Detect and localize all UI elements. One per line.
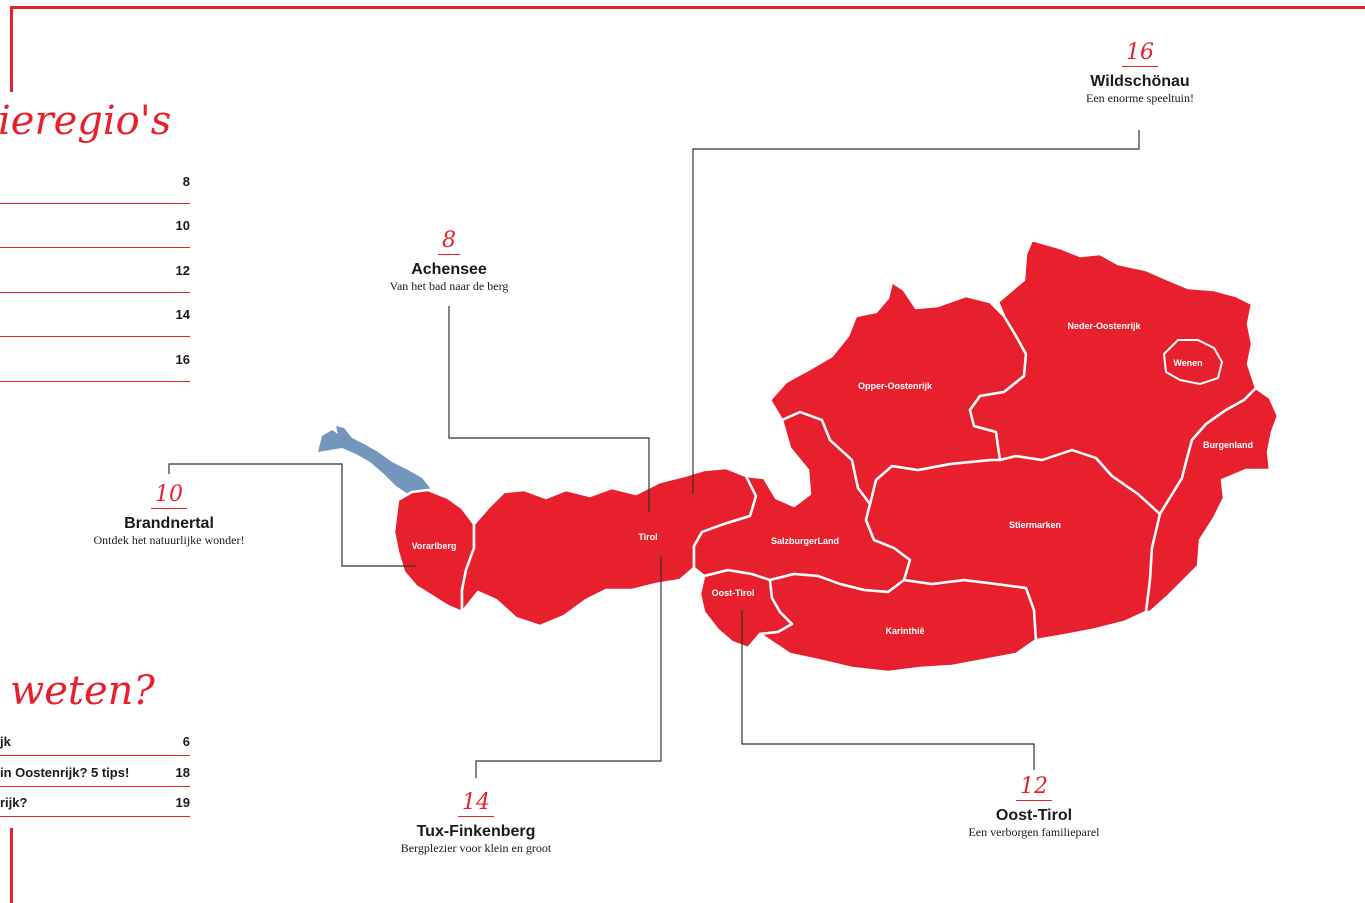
callout-page-number: 16 — [1122, 40, 1158, 67]
callout-title: Oost-Tirol — [995, 807, 1073, 824]
toc-row-text: rijk? — [0, 795, 28, 810]
frame-left-border-bottom — [10, 828, 13, 903]
toc-page-number: 14 — [175, 307, 190, 322]
callout-tux-finkenberg[interactable]: 14 Tux-Finkenberg Bergplezier voor klein… — [346, 790, 606, 855]
callout-title: Achensee — [411, 261, 487, 278]
callout-subtitle: Een verborgen familieparel — [968, 825, 1100, 839]
callout-page-number: 12 — [1016, 774, 1052, 801]
leader-line-achensee — [448, 306, 650, 512]
callout-brandnertal[interactable]: 10 Brandnertal Ontdek het natuurlijke wo… — [39, 482, 299, 547]
toc-row-text: in Oostenrijk? 5 tips! — [0, 765, 130, 780]
callout-page-number: 8 — [438, 228, 460, 255]
callout-wildschonau[interactable]: 16 Wildschönau Een enorme speeltuin! — [1010, 40, 1270, 105]
toc-page-number: 18 — [175, 765, 190, 780]
section1-title: ieregio's — [0, 98, 172, 144]
region-label: Oost-Tirol — [712, 588, 755, 598]
region-label: Wenen — [1173, 358, 1202, 368]
leader-line-brandnertal — [168, 463, 416, 567]
frame-left-border-top — [10, 6, 13, 92]
toc-page-number: 8 — [182, 174, 190, 189]
region-wenen[interactable] — [1163, 339, 1223, 385]
toc-row[interactable]: 12 — [0, 249, 190, 293]
region-label: Burgenland — [1203, 440, 1253, 450]
lake-constance — [318, 426, 430, 496]
toc-row[interactable]: rijk? 19 — [0, 786, 190, 817]
toc-row[interactable]: 16 — [0, 338, 190, 382]
callout-subtitle: Ontdek het natuurlijke wonder! — [93, 533, 245, 547]
toc-page-number: 10 — [175, 218, 190, 233]
region-burgenland[interactable] — [1144, 386, 1280, 614]
toc-row[interactable]: 8 — [0, 160, 190, 204]
callout-title: Wildschönau — [1090, 73, 1190, 90]
frame-top-border — [10, 6, 1365, 9]
callout-title: Brandnertal — [124, 515, 214, 532]
toc-row[interactable]: 14 — [0, 293, 190, 337]
toc-row[interactable]: 10 — [0, 204, 190, 248]
leader-line-oost-tirol — [741, 610, 1035, 770]
callout-achensee[interactable]: 8 Achensee Van het bad naar de berg — [319, 228, 579, 293]
region-karinthie[interactable] — [758, 572, 1038, 674]
region-label: Tirol — [638, 532, 657, 542]
toc-page-number: 6 — [182, 734, 190, 749]
callout-subtitle: Bergplezier voor klein en groot — [400, 841, 552, 855]
section2-title: weten? — [10, 668, 155, 714]
toc-page-number: 19 — [175, 795, 190, 810]
callout-page-number: 14 — [458, 790, 494, 817]
callout-subtitle: Van het bad naar de berg — [389, 279, 509, 293]
region-label: Stiermarken — [1009, 520, 1061, 530]
callout-subtitle: Een enorme speeltuin! — [1086, 91, 1194, 105]
callout-oost-tirol[interactable]: 12 Oost-Tirol Een verborgen familieparel — [904, 774, 1164, 839]
leader-line-wildschonau — [692, 130, 1140, 494]
region-label: Vorarlberg — [412, 541, 457, 551]
callout-title: Tux-Finkenberg — [416, 823, 536, 840]
region-label: Opper-Oostenrijk — [858, 381, 933, 391]
toc-page-number: 12 — [175, 263, 190, 278]
region-label: Neder-Oostenrijk — [1067, 321, 1141, 331]
toc-row[interactable]: in Oostenrijk? 5 tips! 18 — [0, 756, 190, 787]
region-label: SalzburgerLand — [771, 536, 839, 546]
toc-row-text: jk — [0, 734, 11, 749]
callout-page-number: 10 — [151, 482, 187, 509]
toc-page-number: 16 — [175, 352, 190, 367]
toc-row[interactable]: jk 6 — [0, 725, 190, 756]
region-label: Karinthië — [885, 626, 924, 636]
leader-line-tux — [475, 556, 662, 778]
